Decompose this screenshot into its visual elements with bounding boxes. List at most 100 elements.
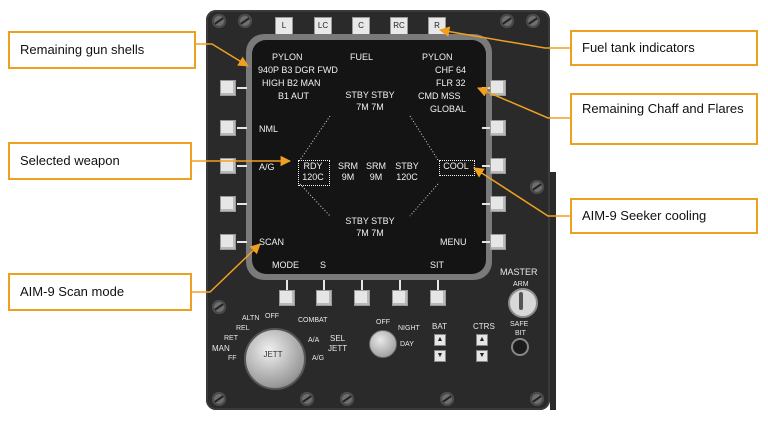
- menu-label: MENU: [440, 237, 467, 247]
- callout-fuel-tanks: Fuel tank indicators: [570, 30, 758, 66]
- fuel-label: FUEL: [350, 52, 374, 62]
- srm-2-label: SRM: [366, 161, 386, 171]
- safe-label: SAFE: [510, 321, 529, 328]
- osb-right-2[interactable]: [490, 120, 506, 136]
- tick: [323, 280, 325, 290]
- top-button-l[interactable]: L: [275, 17, 293, 35]
- ag-label: A/G: [259, 162, 275, 172]
- screw-icon: [500, 14, 514, 28]
- jett-label: JETT: [328, 344, 348, 353]
- cmd-label: CMD MSS: [418, 91, 461, 101]
- ff-label: FF: [228, 355, 237, 362]
- callout-chaff-flares: Remaining Chaff and Flares: [570, 93, 758, 145]
- bat-up-button[interactable]: ▲: [434, 334, 446, 346]
- top-button-c[interactable]: C: [352, 17, 370, 35]
- ret-label: RET: [224, 335, 238, 342]
- osb-bottom-1[interactable]: [279, 290, 295, 306]
- screw-icon: [526, 14, 540, 28]
- stby-top-sub: 7M 7M: [356, 102, 384, 112]
- brightness-knob[interactable]: [369, 330, 397, 358]
- sit-label: SIT: [430, 260, 445, 270]
- ctrs-up-button[interactable]: ▲: [476, 334, 488, 346]
- toggle-lever-icon: [519, 292, 523, 310]
- nml-label: NML: [259, 124, 279, 134]
- gun-line-1: 940P B3 DGR FWD: [258, 65, 338, 75]
- ctrs-down-button[interactable]: ▼: [476, 350, 488, 362]
- screw-icon: [212, 14, 226, 28]
- stby-mid-sub: 120C: [396, 172, 418, 182]
- stby-bottom-label: STBY STBY: [345, 216, 395, 226]
- day-label: DAY: [400, 341, 414, 348]
- tick: [237, 165, 247, 167]
- osb-left-5[interactable]: [220, 234, 236, 250]
- osb-bottom-5[interactable]: [430, 290, 446, 306]
- callout-scan-mode: AIM-9 Scan mode: [8, 273, 192, 311]
- screw-icon: [238, 14, 252, 28]
- tick: [482, 87, 490, 89]
- bat-down-button[interactable]: ▼: [434, 350, 446, 362]
- tick: [237, 241, 247, 243]
- screw-icon: [212, 300, 226, 314]
- callout-gun-shells: Remaining gun shells: [8, 31, 196, 69]
- top-button-r[interactable]: R: [428, 17, 446, 35]
- ag-jett-label: A/G: [312, 355, 325, 362]
- osb-right-1[interactable]: [490, 80, 506, 96]
- callout-seeker-cooling: AIM-9 Seeker cooling: [570, 198, 758, 234]
- rdy-label: RDY: [303, 161, 323, 171]
- callout-selected-weapon: Selected weapon: [8, 142, 192, 180]
- srm-2-sub: 9M: [369, 172, 383, 182]
- osb-left-4[interactable]: [220, 196, 236, 212]
- rdy-sub: 120C: [302, 172, 324, 182]
- jett-selector-knob[interactable]: [244, 328, 306, 390]
- cool-label: COOL: [443, 161, 469, 171]
- osb-left-2[interactable]: [220, 120, 236, 136]
- off-label: OFF: [376, 319, 390, 326]
- osb-right-4[interactable]: [490, 196, 506, 212]
- osb-left-3[interactable]: [220, 158, 236, 174]
- jett-knob-label: JETT: [263, 350, 283, 359]
- screw-icon: [440, 392, 454, 406]
- osb-right-5[interactable]: [490, 234, 506, 250]
- master-arm-switch[interactable]: [508, 288, 538, 318]
- global-label: GLOBAL: [430, 104, 467, 114]
- osb-bottom-4[interactable]: [392, 290, 408, 306]
- gun-line-2: HIGH B2 MAN: [262, 78, 321, 88]
- selected-weapon-box: [298, 160, 330, 186]
- srm-1-sub: 9M: [341, 172, 355, 182]
- osb-left-1[interactable]: [220, 80, 236, 96]
- chaff-count: CHF 64: [435, 65, 467, 75]
- pylon-left-label: PYLON: [272, 52, 303, 62]
- tick: [361, 280, 363, 290]
- osb-bottom-2[interactable]: [316, 290, 332, 306]
- stby-mid-label: STBY: [395, 161, 419, 171]
- stby-top-label: STBY STBY: [345, 90, 395, 100]
- tick: [437, 280, 439, 290]
- tick: [237, 127, 247, 129]
- tick: [399, 280, 401, 290]
- screw-icon: [530, 180, 544, 194]
- stby-bottom-sub: 7M 7M: [356, 228, 384, 238]
- tick: [237, 87, 247, 89]
- bit-button[interactable]: [511, 338, 529, 356]
- screw-icon: [340, 392, 354, 406]
- top-button-lc[interactable]: LC: [314, 17, 332, 35]
- combat-label: COMBAT: [298, 317, 328, 324]
- osb-right-3[interactable]: [490, 158, 506, 174]
- screw-icon: [530, 392, 544, 406]
- aa-label: A/A: [308, 337, 320, 344]
- scan-label: SCAN: [259, 237, 285, 247]
- tick: [286, 280, 288, 290]
- tick: [237, 203, 247, 205]
- osb-bottom-3[interactable]: [354, 290, 370, 306]
- off-jett-label: OFF: [265, 313, 279, 320]
- altn-label: ALTN: [242, 315, 260, 322]
- man-label: MAN: [212, 344, 230, 353]
- arm-label: ARM: [513, 281, 529, 288]
- screw-icon: [300, 392, 314, 406]
- rel-label: REL: [236, 325, 250, 332]
- tick: [482, 165, 490, 167]
- sel-label: SEL: [330, 334, 346, 343]
- tick: [482, 241, 490, 243]
- pylon-right-label: PYLON: [422, 52, 453, 62]
- top-button-rc[interactable]: RC: [390, 17, 408, 35]
